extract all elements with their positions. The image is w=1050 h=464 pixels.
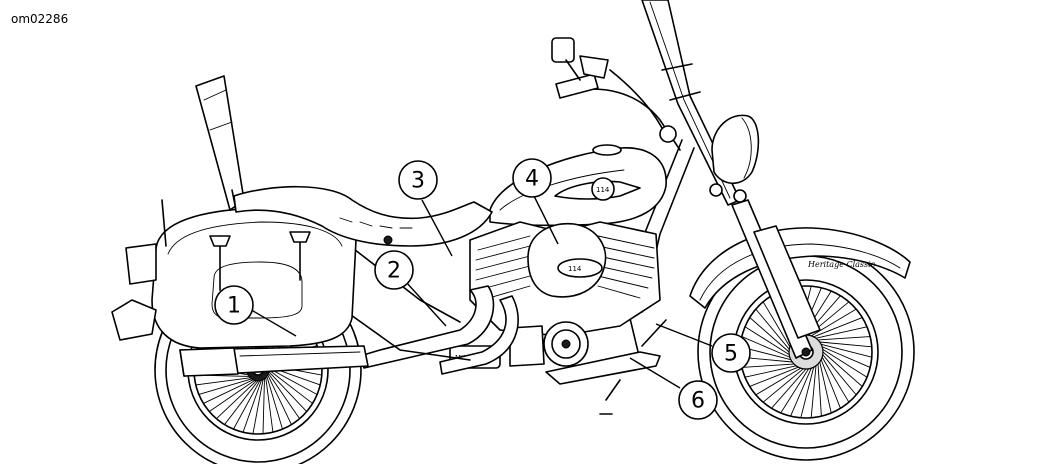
- wheel-spoke: [224, 380, 259, 426]
- handlebar-assembly: [551, 37, 681, 151]
- headlamp: [709, 114, 760, 203]
- wheel-spoke: [762, 301, 791, 348]
- callout-1-leader: [247, 307, 297, 337]
- callout-2-leader: [405, 281, 447, 327]
- wheel-spoke: [822, 354, 857, 396]
- wheel-spoke: [265, 377, 274, 433]
- wheel-spoke: [267, 374, 292, 426]
- callout-6: 6: [678, 380, 718, 420]
- wheel-spoke: [741, 336, 791, 358]
- wheel-spoke: [252, 379, 264, 435]
- svg-text:5: 5: [724, 342, 738, 367]
- wheel-spoke: [790, 367, 812, 417]
- fender-script-emblem: Heritage Classic: [807, 260, 876, 269]
- callout-6-leader: [629, 357, 681, 389]
- wheel-spoke: [780, 368, 810, 414]
- svg-text:6: 6: [691, 389, 705, 414]
- saddlebag: [111, 199, 357, 349]
- callout-5-leader: [655, 323, 713, 347]
- wheel-spoke: [771, 368, 807, 409]
- wheel-spoke: [266, 376, 283, 430]
- seat-and-backrest: [195, 75, 493, 247]
- wheel-spoke: [744, 326, 790, 356]
- callout-1: 1: [214, 285, 254, 325]
- wheel-spoke: [741, 363, 795, 368]
- svg-text:2: 2: [387, 259, 401, 284]
- wheel-spoke: [817, 363, 822, 417]
- wheel-spoke: [755, 367, 802, 396]
- callout-4: 4: [512, 158, 552, 198]
- callout-4-leader: [533, 195, 559, 245]
- wheel-spoke: [198, 378, 252, 395]
- wheel-spoke: [817, 336, 871, 341]
- exhaust-system: [179, 285, 519, 377]
- callout-group: 1 2 3 4 5 6: [214, 158, 751, 420]
- wheel-spoke: [749, 366, 799, 387]
- wheel-spoke: [233, 380, 261, 430]
- front-fork: [731, 199, 821, 359]
- wheel-spoke: [820, 359, 841, 409]
- svg-text:3: 3: [411, 169, 425, 194]
- wheel-spoke: [202, 379, 254, 404]
- callout-5: 5: [711, 333, 751, 373]
- wheel-spoke: [822, 348, 868, 378]
- tank-emblem-text: 114: [596, 186, 610, 194]
- engine-badge: 114: [568, 265, 582, 273]
- wheel-spoke: [268, 371, 308, 413]
- wheel-spoke: [813, 317, 863, 338]
- wheel-spoke: [821, 356, 850, 403]
- wheel-spoke: [749, 317, 790, 353]
- callout-3-leader: [421, 199, 453, 257]
- wheel-spoke: [821, 346, 871, 368]
- wheel-spoke: [819, 361, 832, 414]
- wheel-spoke: [815, 326, 868, 339]
- wheel-spoke: [744, 365, 797, 378]
- wheel-spoke: [820, 343, 873, 358]
- wheel-spoke: [268, 367, 318, 395]
- wheel-spoke: [195, 377, 251, 386]
- wheel-spoke: [268, 372, 301, 420]
- wheel-spoke: [800, 366, 815, 419]
- wheel-spoke: [755, 308, 790, 350]
- svg-text:4: 4: [525, 167, 539, 192]
- wheel-spoke: [208, 380, 256, 413]
- wheel-spoke: [262, 378, 265, 435]
- figure-reference-code: om02286: [11, 12, 69, 26]
- wheel-spoke: [810, 308, 857, 337]
- wheel-spoke: [268, 369, 314, 404]
- svg-text:1: 1: [227, 294, 241, 319]
- wheel-spoke: [215, 380, 257, 420]
- wheel-spoke: [810, 365, 817, 419]
- callout-2: 2: [374, 250, 414, 290]
- wheel-spoke: [242, 380, 262, 433]
- callout-3: 3: [398, 160, 438, 200]
- wheel-spoke: [822, 351, 863, 387]
- shifter-and-footboard: [545, 319, 667, 415]
- wheel-spoke: [762, 368, 804, 403]
- wheel-spoke: [819, 341, 873, 348]
